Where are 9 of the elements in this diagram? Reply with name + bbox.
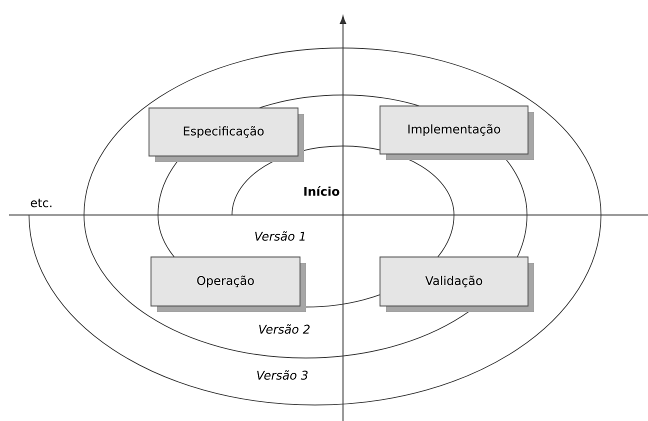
text-label: Versão 2 (259, 324, 310, 334)
process-box: Validação (380, 256, 534, 312)
process-box: Especificação (148, 108, 304, 162)
process-box: Operação (150, 256, 306, 312)
text-label: Início (304, 186, 340, 196)
text-label: etc. (30, 198, 52, 208)
text-label: Versão 1 (255, 231, 305, 241)
process-box: Implementação (380, 106, 534, 160)
text-label: Versão 3 (257, 370, 308, 380)
